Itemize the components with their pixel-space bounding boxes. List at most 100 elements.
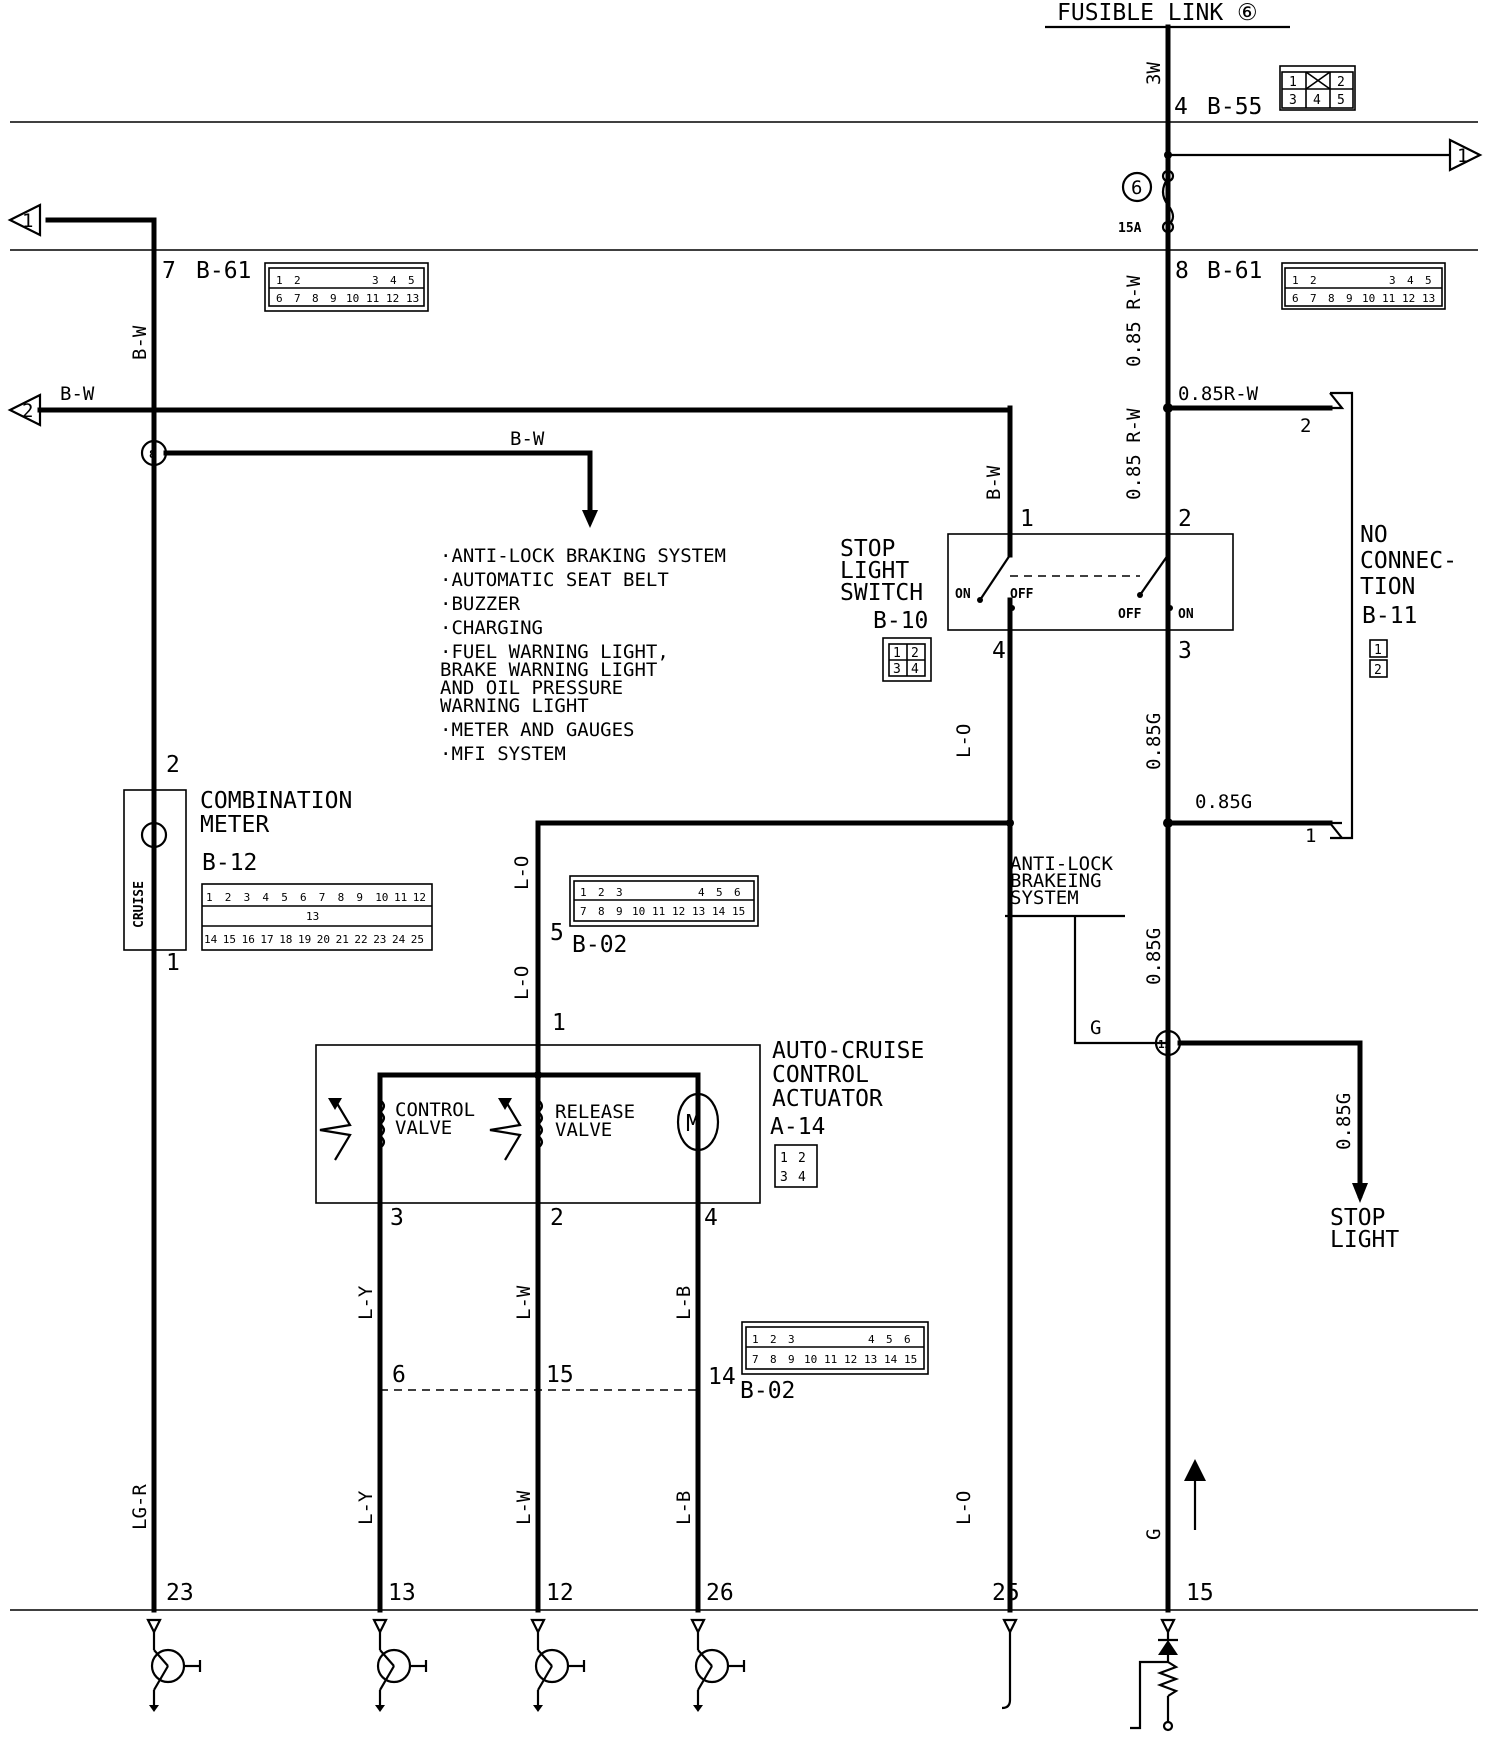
svg-text:2: 2 xyxy=(1337,75,1345,90)
switch-contact-right xyxy=(1139,554,1169,596)
pin-actuator-4: 4 xyxy=(704,1205,718,1231)
svg-text:3: 3 xyxy=(372,274,379,287)
combination-meter-box[interactable] xyxy=(123,789,187,951)
svg-text:11: 11 xyxy=(652,905,665,918)
off-page-arrow-1-left xyxy=(7,203,42,237)
svg-text:9: 9 xyxy=(330,292,337,305)
svg-text:10: 10 xyxy=(1362,292,1375,305)
systems-list-item: ·BUZZER xyxy=(440,593,521,615)
svg-text:4: 4 xyxy=(698,886,705,899)
b12-pin-top: 6 xyxy=(300,891,307,904)
fuse-number: 6 xyxy=(1131,177,1142,199)
b12-pin-bottom: 20 xyxy=(317,933,330,946)
ecu-resistor xyxy=(1156,1661,1180,1697)
wire-label-085g-a: 0.85G xyxy=(1143,713,1165,770)
svg-text:13: 13 xyxy=(864,1353,877,1366)
fusible-link-label: FUSIBLE LINK ⑥ xyxy=(1057,0,1258,26)
connector-b02-face-top: 1 2 3 4 5 6 7 8 9 10 11 12 13 14 15 xyxy=(569,875,759,927)
svg-text:4: 4 xyxy=(798,1170,806,1185)
connector-b02-face-bottom: 1 2 3 4 5 6 7 8 9 10 11 12 13 14 15 xyxy=(741,1321,929,1375)
fuse-symbol xyxy=(1161,177,1175,226)
svg-text:1: 1 xyxy=(276,274,283,287)
wire-label-ly-a: L-Y xyxy=(355,1285,377,1320)
pin-actuator-2: 2 xyxy=(550,1205,564,1231)
actuator-motor xyxy=(676,1092,720,1152)
svg-text:1: 1 xyxy=(1289,75,1297,90)
svg-text:13: 13 xyxy=(406,292,419,305)
svg-text:12: 12 xyxy=(386,292,399,305)
release-valve-label-1: RELEASE xyxy=(555,1101,635,1123)
systems-list: ·ANTI-LOCK BRAKING SYSTEM ·AUTOMATIC SEA… xyxy=(440,545,726,765)
connector-b61-face-left: 1 2 3 4 5 6 7 8 9 10 11 12 13 xyxy=(264,262,429,312)
svg-text:2: 2 xyxy=(770,1333,777,1346)
b12-pin-bottom: 24 xyxy=(392,933,406,946)
svg-text:11: 11 xyxy=(1382,292,1395,305)
svg-text:2: 2 xyxy=(798,1151,806,1166)
b12-pin-top: 4 xyxy=(262,891,269,904)
svg-text:10: 10 xyxy=(346,292,359,305)
svg-text:5: 5 xyxy=(886,1333,893,1346)
off-page-arrow-2-left xyxy=(7,393,42,427)
svg-text:9: 9 xyxy=(616,905,623,918)
svg-text:9: 9 xyxy=(788,1353,795,1366)
svg-text:3: 3 xyxy=(616,886,623,899)
off-page-arrow-1-right-label: 1 xyxy=(1457,145,1468,167)
b12-pin-top: 5 xyxy=(281,891,288,904)
ecu-pin-26: 26 xyxy=(706,1580,734,1606)
connector-b10-face: 1 2 3 4 xyxy=(882,637,932,682)
wire-label-bw-switch: B-W xyxy=(983,465,1005,500)
ecu-terminal-marker xyxy=(530,1618,546,1635)
b12-pin-bottom: 16 xyxy=(242,933,255,946)
b12-pin-bottom: 25 xyxy=(411,933,424,946)
release-valve-label-2: VALVE xyxy=(555,1119,612,1141)
b12-pin-top: 8 xyxy=(338,891,345,904)
wire-label-085rw-inline: 0.85R-W xyxy=(1178,383,1259,405)
ecu-terminal-marker xyxy=(372,1618,388,1635)
abs-label-2: BRAKEING xyxy=(1010,870,1102,892)
ecu-pin-12: 12 xyxy=(546,1580,574,1606)
combination-meter-label-1: COMBINATION xyxy=(200,788,352,814)
b12-pin-bottom: 14 xyxy=(204,933,218,946)
svg-text:2: 2 xyxy=(598,886,605,899)
ecu-pin-25: 25 xyxy=(992,1580,1020,1606)
wire-bw-main xyxy=(45,217,157,1613)
b12-pin-top: 7 xyxy=(319,891,326,904)
svg-text:3: 3 xyxy=(893,662,901,677)
b12-pin-bottom: 21 xyxy=(336,933,349,946)
systems-list-item: ·FUEL WARNING LIGHT, xyxy=(440,641,669,663)
systems-list-item: ·ANTI-LOCK BRAKING SYSTEM xyxy=(440,545,726,567)
wire-label-bw-c: B-W xyxy=(510,428,545,450)
systems-arrow xyxy=(582,510,598,528)
fuse-rating: 15A xyxy=(1118,221,1142,236)
stop-light-switch-label-1: STOP xyxy=(840,536,895,562)
pin-switch-1: 1 xyxy=(1020,506,1034,532)
wire-label-g-ecu: G xyxy=(1143,1529,1165,1540)
svg-text:15: 15 xyxy=(904,1353,917,1366)
actuator-label-3: ACTUATOR xyxy=(772,1086,883,1112)
stop-light-switch-box[interactable] xyxy=(947,533,1234,631)
svg-text:6: 6 xyxy=(904,1333,911,1346)
svg-text:2: 2 xyxy=(294,274,301,287)
motor-symbol: M xyxy=(686,1111,700,1137)
wire-label-lw-a: L-W xyxy=(513,1285,535,1320)
svg-text:8: 8 xyxy=(598,905,605,918)
pin-b02-14: 14 xyxy=(708,1364,736,1390)
connector-label-b55: B-55 xyxy=(1207,94,1262,120)
svg-text:6: 6 xyxy=(276,292,283,305)
svg-text:1: 1 xyxy=(780,1151,788,1166)
pin-b61-8: 8 xyxy=(1175,258,1189,284)
no-connection-label-1: NO xyxy=(1360,522,1388,548)
wire-label-ly-b: L-Y xyxy=(355,1490,377,1525)
wire-lo-actuator xyxy=(535,820,1013,1046)
systems-list-item: ·MFI SYSTEM xyxy=(440,743,566,765)
systems-list-item: AND OIL PRESSURE xyxy=(440,677,623,699)
wire-label-lo-c: L-O xyxy=(953,1491,975,1525)
b12-pin-top: 3 xyxy=(244,891,251,904)
svg-text:1: 1 xyxy=(1292,274,1299,287)
ecu-ground xyxy=(149,1705,159,1712)
b12-pin-top: 12 xyxy=(413,891,426,904)
switch-contact-left xyxy=(979,554,1011,601)
connector-label-b10: B-10 xyxy=(873,608,928,634)
